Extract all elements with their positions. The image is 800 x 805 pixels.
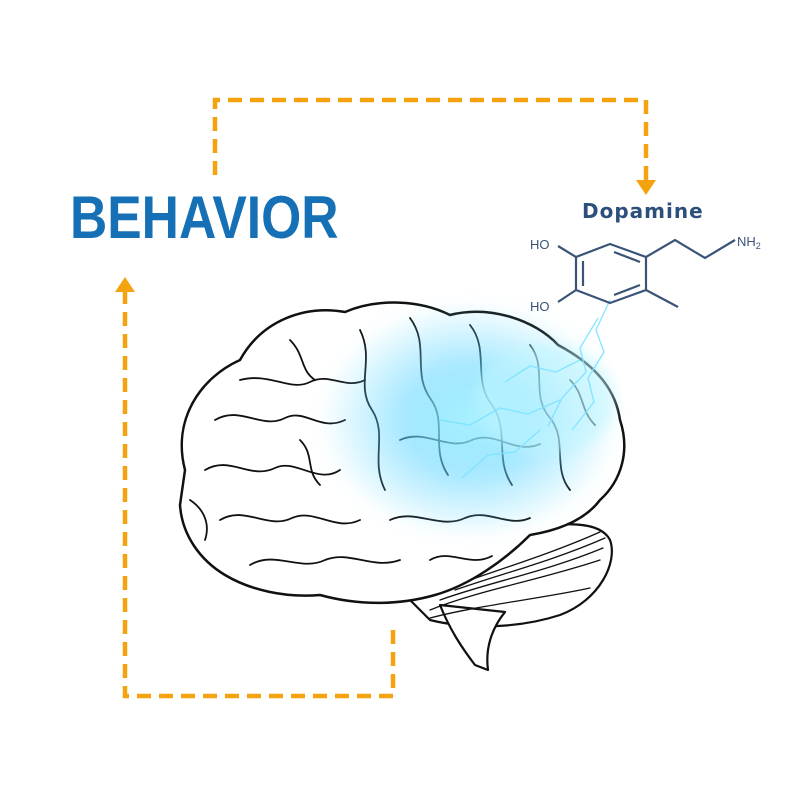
dopamine-label: Dopamine bbox=[582, 199, 704, 223]
bottom-loop-arrow bbox=[122, 292, 396, 699]
top-loop-arrow bbox=[212, 97, 649, 180]
brain-stem bbox=[438, 603, 507, 672]
ho-top-label: HO bbox=[530, 237, 550, 252]
nh2-label: NH2 bbox=[737, 234, 761, 251]
ethylamine-chain bbox=[645, 238, 736, 260]
cerebellum-folds bbox=[429, 531, 606, 619]
arrowhead-down-icon bbox=[636, 180, 656, 195]
behavior-label: BEHAVIOR bbox=[70, 184, 339, 251]
lightning-strands bbox=[439, 299, 611, 479]
benzene-ring bbox=[574, 242, 648, 305]
dopamine-molecule bbox=[557, 238, 736, 308]
arrowhead-up-icon bbox=[115, 277, 135, 292]
dopamine-glow bbox=[320, 299, 620, 540]
feedback-loop-arrows bbox=[122, 97, 649, 699]
ho-bottom-label: HO bbox=[530, 299, 550, 314]
